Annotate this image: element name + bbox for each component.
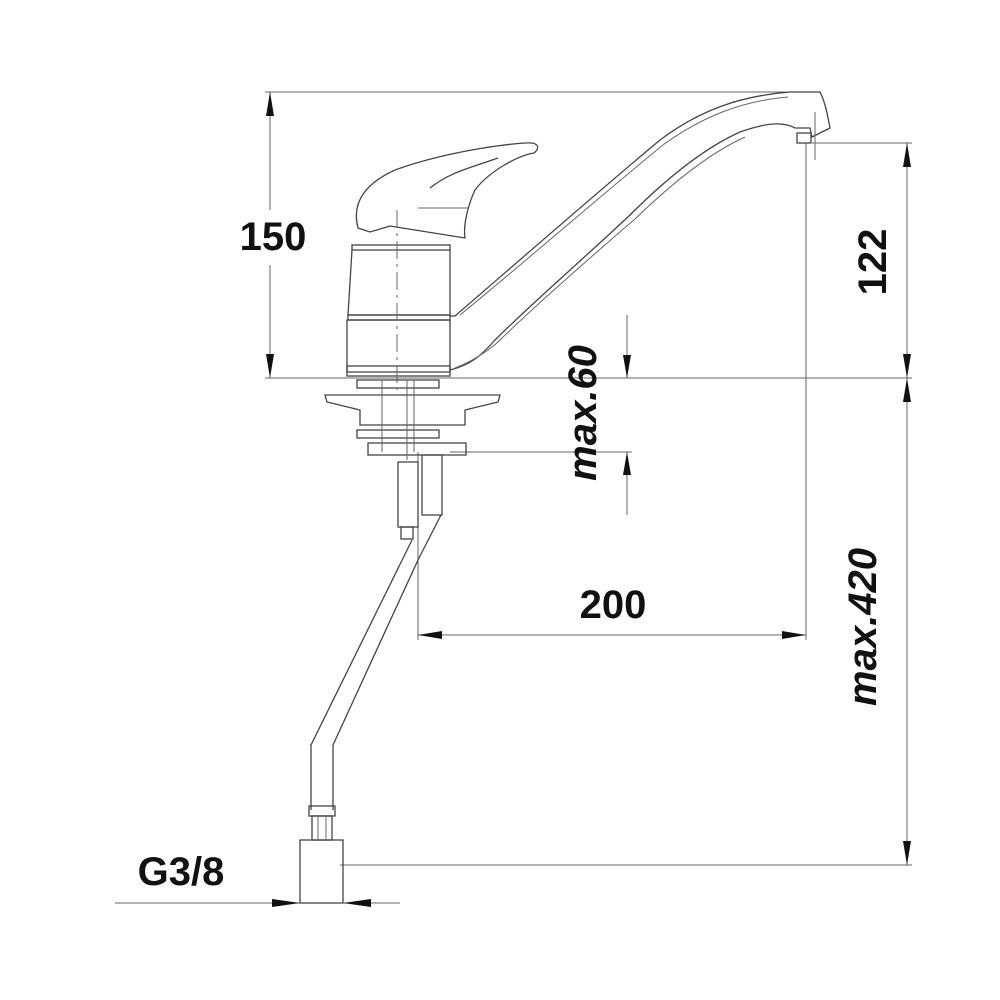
dimension-label-max-60: max.60 [561,345,605,481]
faucet-body [346,91,831,390]
dimension-max-420: max.420 [841,378,911,865]
dimension-122: 122 [851,143,911,378]
dimension-label-200: 200 [580,583,647,627]
thread-label-g3-8: G3/8 [138,850,225,894]
dimension-label-150: 150 [240,215,307,259]
dimension-max-60: max.60 [561,315,631,515]
supply-hose [299,514,442,904]
dimension-label-max-420: max.420 [841,548,885,706]
extension-lines [115,91,912,904]
dimension-200: 200 [418,583,806,639]
dimension-150: 150 [240,92,307,378]
dimension-g3-8: G3/8 [138,850,371,907]
mounting-hardware [324,379,501,540]
dimension-label-122: 122 [851,229,895,296]
